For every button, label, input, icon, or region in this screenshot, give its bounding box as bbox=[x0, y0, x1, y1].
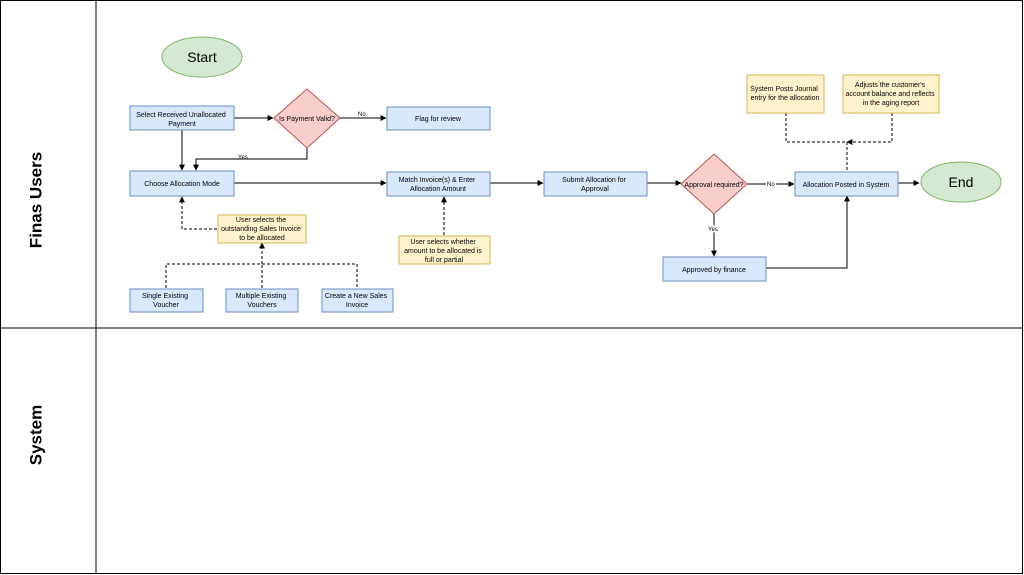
edge-label-yes-2: Yes bbox=[708, 227, 718, 233]
choose-mode-label: Choose Allocation Mode bbox=[144, 181, 220, 188]
multiple-vouchers-label-2: Vouchers bbox=[247, 302, 277, 309]
edge-note-invoice-to-choose bbox=[179, 196, 217, 230]
svg-text:Multiple Existing Vouche: Multiple Existing Vouchers bbox=[236, 293, 289, 309]
svg-text:Adjusts the customer's a: Adjusts the customer's account balance a… bbox=[845, 82, 936, 107]
edge-label-no-1: No bbox=[358, 112, 366, 118]
end-node-label: End bbox=[949, 174, 974, 190]
match-invoice-label-2: Allocation Amount bbox=[410, 186, 466, 193]
flag-review-node[interactable]: Flag for review bbox=[386, 106, 491, 131]
submit-allocation-node[interactable]: Submit Allocation for Approval bbox=[543, 171, 648, 197]
match-invoice-node[interactable]: Match Invoice(s) & Enter Allocation Amou… bbox=[386, 171, 491, 197]
edge-label-yes-1: Yes bbox=[238, 155, 248, 161]
adjusts-balance-line-1: Adjusts the customer's bbox=[855, 82, 926, 89]
edge-options-to-note bbox=[165, 243, 358, 288]
single-voucher-label-2: Voucher bbox=[153, 302, 179, 309]
allocation-posted-label: Allocation Posted in System bbox=[803, 182, 890, 189]
allocation-posted-node[interactable]: Allocation Posted in System bbox=[794, 171, 899, 197]
system-posts-line-1: System Posts Journal bbox=[750, 86, 818, 93]
adjusts-balance-line-2: account balance and reflects bbox=[845, 91, 935, 98]
select-payment-label-2: Payment bbox=[168, 121, 196, 128]
amount-note-line-1: User selects whether bbox=[410, 239, 476, 246]
select-payment-node[interactable]: Select Received Unallocated Payment bbox=[129, 105, 235, 131]
new-invoice-label-1: Create a New Sales bbox=[325, 293, 388, 300]
edge-label-no-2: No bbox=[767, 182, 775, 188]
svg-text:User selects whether amo: User selects whether amount to be alloca… bbox=[404, 239, 484, 264]
amount-selection-note[interactable]: User selects whether amount to be alloca… bbox=[398, 235, 491, 265]
invoice-selection-note[interactable]: User selects the outstanding Sales Invoi… bbox=[217, 214, 307, 244]
payment-valid-decision[interactable]: Is Payment Valid? bbox=[273, 88, 341, 149]
system-posts-line-2: entry for the allocation bbox=[751, 95, 820, 102]
system-posts-note[interactable]: System Posts Journal entry for the alloc… bbox=[746, 74, 825, 114]
start-node-label: Start bbox=[187, 49, 217, 65]
svg-text:Match Invoice(s) & Enter: Match Invoice(s) & Enter Allocation Amou… bbox=[399, 177, 478, 193]
svg-text:User selects the outstan: User selects the outstanding Sales Invoi… bbox=[221, 217, 303, 242]
svg-text:Create a New Sales Invoi: Create a New Sales Invoice bbox=[325, 293, 389, 309]
invoice-note-line-2: outstanding Sales Invoice bbox=[221, 226, 301, 233]
invoice-note-line-3: to be allocated bbox=[239, 235, 285, 242]
match-invoice-label-1: Match Invoice(s) & Enter bbox=[399, 177, 476, 184]
single-voucher-node[interactable]: Single Existing Voucher bbox=[129, 288, 204, 313]
edge-finance-to-posted bbox=[766, 195, 850, 269]
single-voucher-label-1: Single Existing bbox=[142, 293, 188, 300]
approved-finance-label: Approved by finance bbox=[682, 267, 746, 274]
multiple-vouchers-node[interactable]: Multiple Existing Vouchers bbox=[225, 288, 299, 313]
invoice-note-line-1: User selects the bbox=[236, 217, 286, 224]
choose-mode-node[interactable]: Choose Allocation Mode bbox=[129, 170, 235, 197]
svg-text:Submit Allocation for Ap: Submit Allocation for Approval bbox=[562, 177, 628, 193]
submit-allocation-label-1: Submit Allocation for bbox=[562, 177, 626, 184]
new-invoice-label-2: Invoice bbox=[346, 302, 368, 309]
start-node[interactable]: Start bbox=[161, 36, 243, 78]
lane-label-system: System bbox=[26, 405, 45, 465]
edges bbox=[165, 113, 920, 288]
amount-note-line-2: amount to be allocated is bbox=[404, 248, 482, 255]
adjusts-balance-line-3: in the aging report bbox=[863, 100, 919, 107]
approval-required-decision[interactable]: Approval required? bbox=[680, 153, 748, 215]
amount-note-line-3: full or partial bbox=[425, 257, 464, 264]
lane-label-finas-users: Finas Users bbox=[26, 152, 45, 248]
new-invoice-node[interactable]: Create a New Sales Invoice bbox=[321, 288, 394, 313]
end-node[interactable]: End bbox=[920, 161, 1002, 203]
approval-required-label: Approval required? bbox=[684, 182, 743, 189]
svg-text:System Posts Journal ent: System Posts Journal entry for the alloc… bbox=[750, 86, 820, 102]
payment-valid-label: Is Payment Valid? bbox=[279, 116, 335, 123]
submit-allocation-label-2: Approval bbox=[581, 186, 609, 193]
approved-finance-node[interactable]: Approved by finance bbox=[662, 256, 767, 282]
multiple-vouchers-label-1: Multiple Existing bbox=[236, 293, 287, 300]
edge-valid-to-choose bbox=[193, 148, 308, 171]
flag-review-label: Flag for review bbox=[415, 116, 462, 123]
select-payment-label-1: Select Received Unallocated bbox=[136, 112, 226, 119]
adjusts-balance-note[interactable]: Adjusts the customer's account balance a… bbox=[842, 74, 940, 114]
svg-text:Select Received Unallocated: Select Received Unallocated Payment bbox=[136, 112, 227, 128]
svg-text:Single Existing Voucher: Single Existing Voucher bbox=[142, 293, 190, 309]
